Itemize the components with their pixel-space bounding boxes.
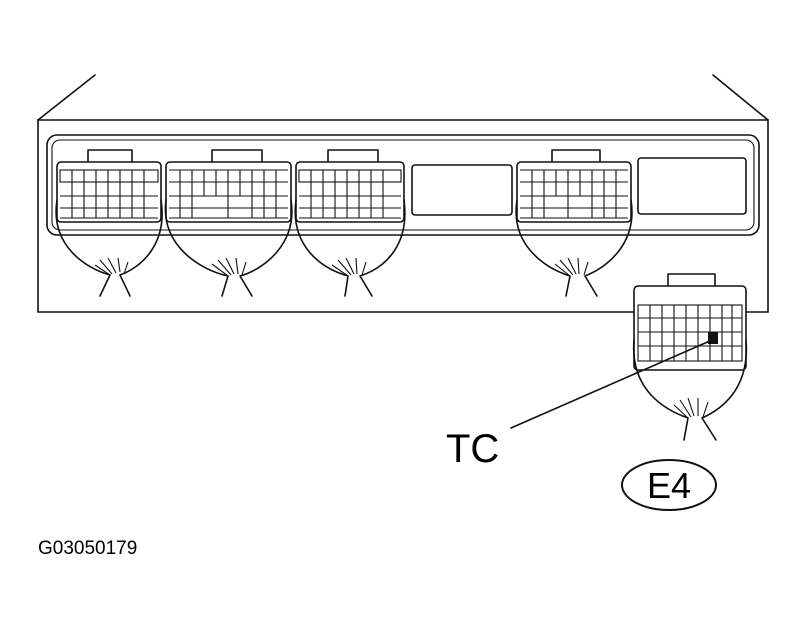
ecm-connector-2-terminals (169, 169, 288, 219)
ecm-connector-1 (56, 149, 162, 223)
ecm-connector-4-terminals (520, 169, 628, 219)
ecm-right-slot (637, 157, 747, 215)
figure-code: G03050179 (38, 538, 137, 559)
e4-connector-label: E4 (647, 465, 691, 506)
ecm-connector-3 (295, 149, 405, 223)
ecm-connector-2 (165, 149, 292, 223)
e4-label-ellipse (621, 459, 717, 511)
ecm-empty-slot (411, 164, 513, 216)
ecm-connector-3-terminals (299, 170, 401, 219)
e4-connector (633, 273, 748, 441)
tc-callout-label: TC (446, 427, 499, 471)
ecm-connector-4 (516, 149, 632, 223)
tc-leader-line (510, 339, 713, 429)
wire-harnesses (55, 199, 633, 297)
ecm-connector-1-terminals (60, 170, 158, 219)
tc-terminal (708, 332, 718, 344)
